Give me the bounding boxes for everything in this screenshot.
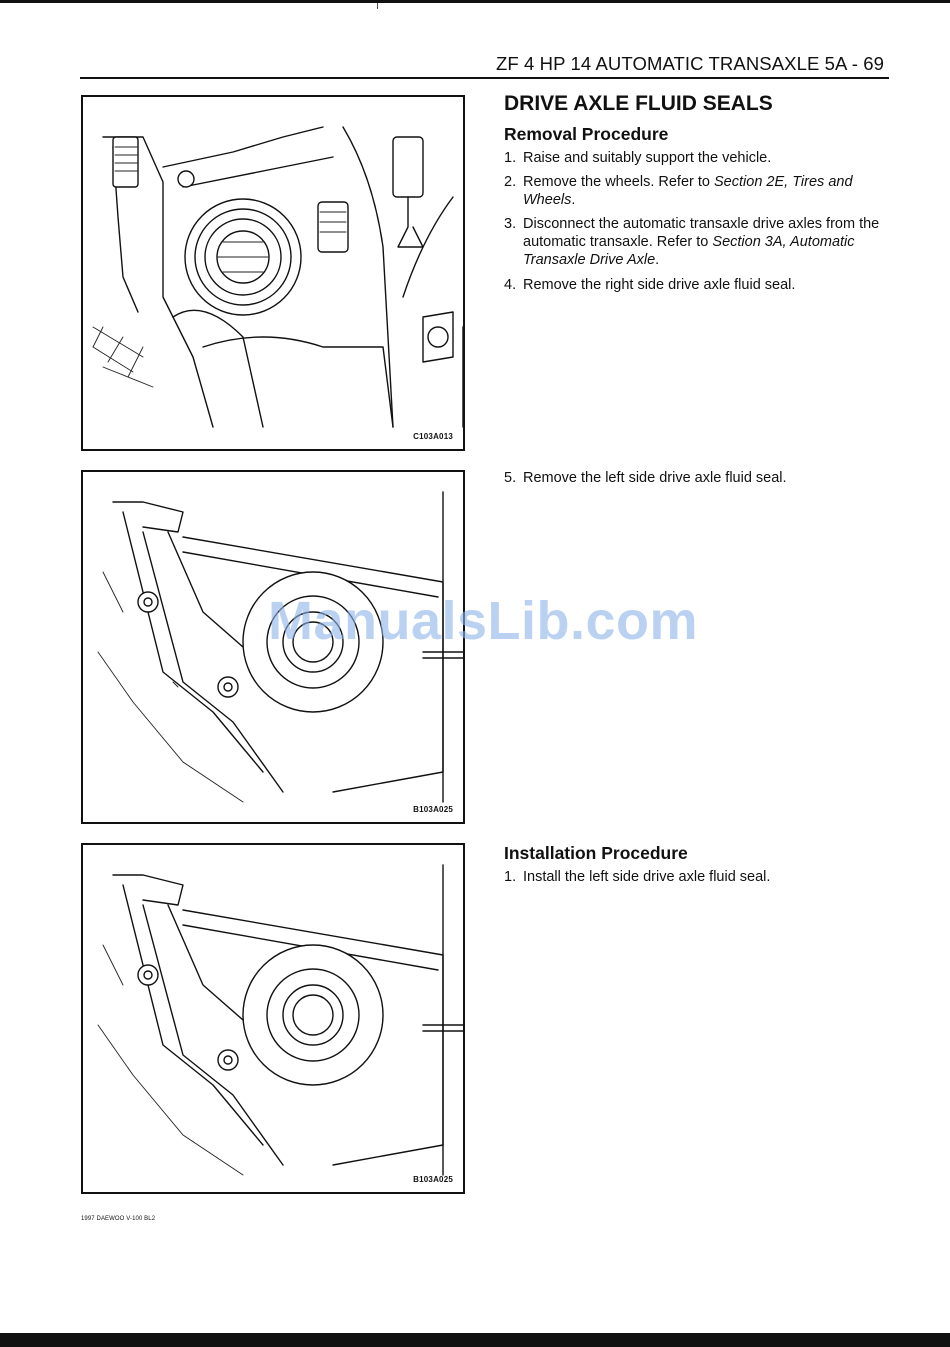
removal-step-4: 4. Remove the right side drive axle flui… bbox=[504, 276, 889, 294]
removal-step-1: 1. Raise and suitably support the vehicl… bbox=[504, 149, 889, 167]
step-number: 1. bbox=[504, 869, 517, 885]
step-text: Remove the left side drive axle fluid se… bbox=[523, 470, 787, 486]
removal-step-3: 3. Disconnect the automatic transaxle dr… bbox=[504, 215, 889, 269]
header-rule bbox=[80, 77, 889, 79]
step-number: 3. bbox=[504, 216, 517, 232]
figure-right-seal: C103A013 bbox=[81, 95, 465, 451]
step-text: Remove the right side drive axle fluid s… bbox=[523, 277, 796, 293]
footer-note: 1997 DAEWOO V-100 BL2 bbox=[81, 1216, 156, 1222]
step-number: 2. bbox=[504, 174, 517, 190]
step-text: Raise and suitably support the vehicle. bbox=[523, 150, 772, 166]
step-text: Disconnect the automatic transaxle drive… bbox=[523, 215, 889, 269]
illustration-right-seal bbox=[92, 126, 463, 428]
section-reference-link[interactable]: Section 3A, Automatic Transaxle Drive Ax… bbox=[523, 234, 855, 268]
step-text: Install the left side drive axle fluid s… bbox=[523, 869, 771, 885]
installation-heading: Installation Procedure bbox=[504, 843, 688, 863]
figure-code: C103A013 bbox=[413, 432, 453, 441]
step-text-main: Disconnect the automatic transaxle drive… bbox=[523, 216, 880, 250]
section-reference-link[interactable]: Section 2E, Tires and Wheels bbox=[523, 174, 853, 208]
illustration-left-seal-install bbox=[97, 864, 463, 1176]
step-text-end: . bbox=[571, 192, 576, 208]
top-tick-mark bbox=[377, 3, 378, 9]
figure-left-seal-removal: B103A025 bbox=[81, 470, 465, 824]
figure-code: B103A025 bbox=[413, 805, 453, 814]
illustration-left-seal-removal bbox=[97, 491, 463, 803]
section-title: DRIVE AXLE FLUID SEALS bbox=[504, 92, 773, 115]
top-border bbox=[0, 0, 950, 3]
page-header-title: ZF 4 HP 14 AUTOMATIC TRANSAXLE 5A - 69 bbox=[496, 53, 884, 74]
step-number: 1. bbox=[504, 150, 517, 166]
step-number: 4. bbox=[504, 277, 517, 293]
installation-step-1: 1. Install the left side drive axle flui… bbox=[504, 868, 889, 886]
removal-step-5: 5. Remove the left side drive axle fluid… bbox=[504, 469, 889, 487]
step-text: Remove the wheels. Refer to Section 2E, … bbox=[523, 173, 889, 209]
step-number: 5. bbox=[504, 470, 517, 486]
removal-heading: Removal Procedure bbox=[504, 124, 669, 144]
step-text-end: . bbox=[655, 252, 660, 268]
figure-code: B103A025 bbox=[413, 1175, 453, 1184]
figure-left-seal-install: B103A025 bbox=[81, 843, 465, 1194]
bottom-border bbox=[0, 1333, 950, 1347]
step-text-main: Remove the wheels. Refer to bbox=[523, 174, 715, 190]
removal-step-2: 2. Remove the wheels. Refer to Section 2… bbox=[504, 173, 889, 209]
